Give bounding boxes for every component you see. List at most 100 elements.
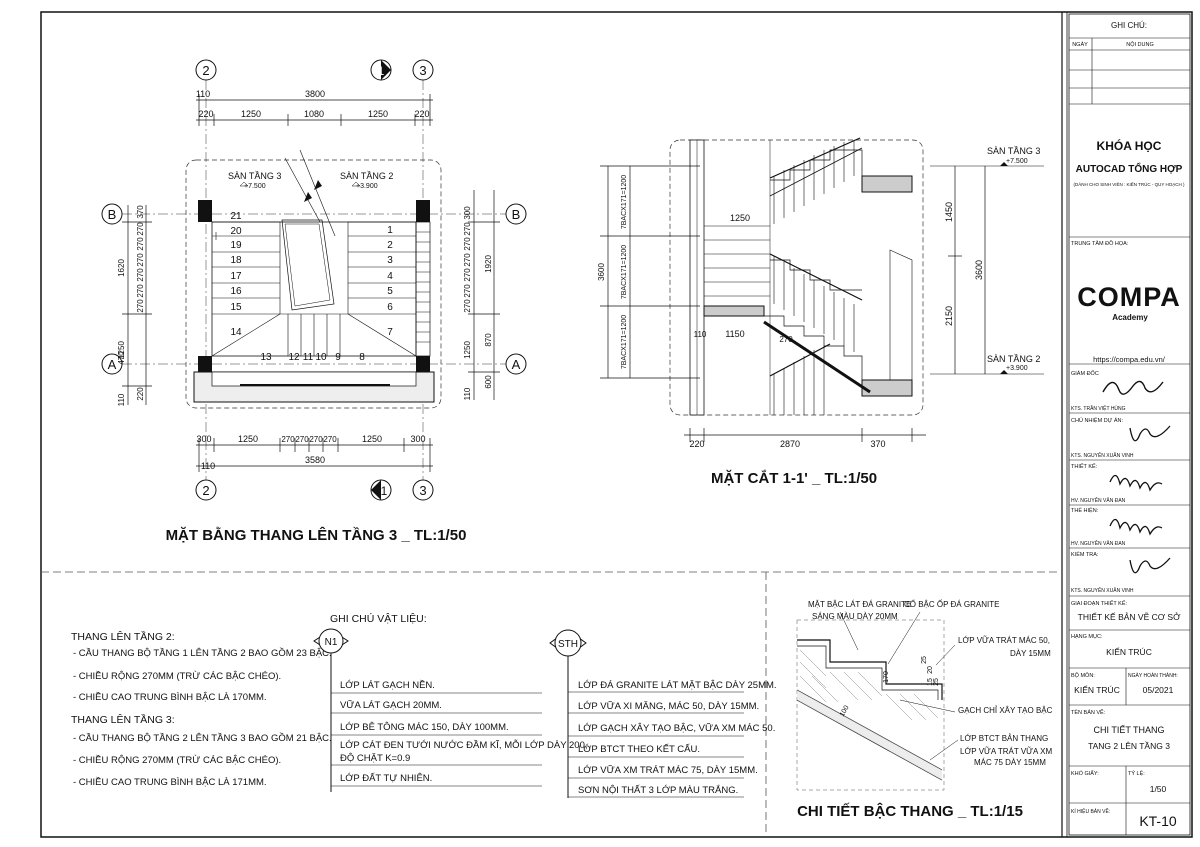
landing-label: SÀN TẦNG 2 [340, 171, 393, 181]
dim-text: 25 [933, 678, 940, 686]
dim-text: 220 [198, 109, 213, 119]
dim-text: 1250 [117, 341, 126, 359]
dim-text: 1250 [238, 434, 258, 444]
person-name: HV. NGUYỄN VĂN ĐAN [1071, 497, 1126, 504]
signature-icon [1129, 557, 1171, 574]
step-number: 17 [230, 271, 242, 282]
field-label: GIÁM ĐỐC [1071, 370, 1099, 377]
field-label: THIẾT KẾ: [1071, 463, 1098, 470]
field-value: 1/50 [1150, 784, 1167, 794]
course-subtitle: AUTOCAD TỔNG HỢP [1076, 162, 1183, 175]
material-line: LỚP CÁT ĐEN TƯỚI NƯỚC ĐẦM KĨ, MỖI LỚP DÀ… [340, 739, 588, 751]
material-line: LỚP GẠCH XÂY TẠO BẬC, VỮA XM MÁC 50. [578, 723, 775, 734]
material-line: LỚP ĐÁ GRANITE LÁT MẶT BẬC DÀY 25MM. [578, 680, 777, 691]
signature-icon [1109, 518, 1163, 536]
grid-label: 3 [419, 63, 426, 78]
step-number: 2 [387, 240, 393, 251]
level-label: SÀN TẦNG 2 [987, 354, 1040, 364]
dim-text: 270 [136, 222, 145, 236]
level-mark: +7.500 [244, 183, 266, 190]
field-label: BỘ MÔN: [1071, 672, 1095, 679]
dim-text: 270 [463, 268, 472, 282]
stair-section: SÀN TẦNG 3 +7.500 SÀN TẦNG 2 +3.900 1450… [597, 137, 1044, 487]
notes-header: GHI CHÚ: [1111, 21, 1147, 30]
dim-text: 270 [463, 222, 472, 236]
material-tag-n1: N1 [325, 637, 338, 648]
note-line: - CHIỀU RỘNG 270MM (TRỪ CÁC BẬC CHÉO). [73, 755, 281, 766]
dim-text: 1250 [241, 109, 261, 119]
step-number: 15 [230, 302, 242, 313]
dim-text: 110 [694, 330, 707, 339]
grid-label: 2 [202, 483, 209, 498]
step-numbers-right: 1 2 3 4 5 6 7 [387, 225, 393, 338]
materials-title: GHI CHÚ VẬT LIỆU: [330, 612, 427, 625]
notes-heading: THANG LÊN TẦNG 3: [71, 713, 175, 726]
step-number: 13 [260, 352, 272, 363]
level-mark: +7.500 [1006, 158, 1028, 165]
title-block: GHI CHÚ: NGÀY NỘI DUNG KHÓA HỌC AUTOCAD … [1068, 13, 1191, 836]
detail-label: LỚP VỮA TRÁT MÁC 50, [958, 636, 1050, 645]
dim-text: 220 [689, 439, 704, 449]
note-line: - CHIỀU RỘNG 270MM (TRỪ CÁC BẬC CHÉO). [73, 671, 281, 682]
step-number: 21 [230, 211, 242, 222]
step-number: 12 [288, 352, 300, 363]
detail-label: LỚP VỮA TRÁT VỮA XM [960, 747, 1052, 756]
dim-text: 7BACX171=1200 [621, 315, 628, 369]
compa-logo: COMPA [1077, 282, 1181, 312]
dim-text: 100 [839, 704, 851, 718]
section-label: 1 [381, 484, 388, 498]
step-number: 9 [335, 352, 341, 363]
dim-text: 270 [136, 284, 145, 298]
dim-text: 270 [136, 237, 145, 251]
detail-label: MÁC 75 DÀY 15MM [974, 758, 1046, 767]
field-label: TỶ LỆ: [1128, 769, 1145, 777]
dim-text: 270 [136, 299, 145, 313]
dim-text: 25 [921, 656, 928, 664]
course-title: KHÓA HỌC [1097, 138, 1162, 153]
logo-subtitle: Academy [1112, 313, 1148, 322]
dim-text: 1620 [117, 259, 126, 277]
detail-label: LỚP BTCT BẢN THANG [960, 734, 1048, 743]
dim-text: 1250 [730, 213, 750, 223]
level-mark: +3.900 [356, 183, 378, 190]
field-label: CHỦ NHIỆM DỰ ÁN: [1071, 416, 1124, 424]
field-label: TÊN BẢN VẼ: [1071, 708, 1106, 716]
material-tag-sth: STH [558, 639, 578, 650]
grid-label: B [512, 207, 521, 222]
dim-text: 270 [463, 237, 472, 251]
dim-text: 1250 [368, 109, 388, 119]
dim-text: 220 [414, 109, 429, 119]
dim-text: 2150 [944, 306, 954, 326]
stair-plan: 2 1 3 2 1 3 B A B A [101, 59, 527, 544]
dim-text: 1080 [304, 109, 324, 119]
note-line: - CHIỀU CAO TRUNG BÌNH BẬC LÀ 171MM. [73, 777, 267, 788]
field-value: 05/2021 [1143, 685, 1174, 695]
step-number: 10 [315, 352, 327, 363]
dim-text: 270 [323, 435, 337, 444]
person-name: HV. NGUYỄN VĂN ĐAN [1071, 540, 1126, 547]
person-name: KTS. NGUYỄN XUÂN VINH [1071, 587, 1134, 594]
dim-text: 270 [463, 284, 472, 298]
grid-label: 2 [202, 63, 209, 78]
detail-title: CHI TIẾT BẬC THANG _ TL:1/15 [797, 802, 1023, 820]
detail-label: GẠCH CHỈ XÂY TẠO BẬC [958, 706, 1053, 715]
dim-text: 270 [295, 435, 309, 444]
material-line: SƠN NỘI THẤT 3 LỚP MÀU TRẮNG. [578, 785, 738, 796]
step-number: 5 [387, 286, 393, 297]
notes-heading: THANG LÊN TẦNG 2: [71, 630, 175, 643]
column-header: NỘI DUNG [1126, 41, 1154, 48]
material-line: LỚP BTCT THEO KẾT CẤU. [578, 744, 700, 755]
step-number: 14 [230, 327, 242, 338]
landing-label: SÀN TẦNG 3 [228, 171, 281, 181]
dim-text: 270 [136, 253, 145, 267]
field-value: KIẾN TRÚC [1074, 685, 1120, 695]
column-header: NGÀY [1072, 41, 1088, 48]
material-notes: GHI CHÚ VẬT LIỆU: N1 LỚP LÁT GẠCH NỀN. V… [313, 612, 777, 798]
grid-label: A [108, 357, 117, 372]
step-numbers-left: 21 20 19 18 17 16 15 14 [230, 211, 242, 338]
dim-text: 300 [463, 206, 472, 220]
detail-label: CỔ BẬC ỐP ĐÁ GRANITE [904, 599, 999, 609]
dim-text: 300 [410, 434, 425, 444]
step-number: 7 [387, 327, 393, 338]
